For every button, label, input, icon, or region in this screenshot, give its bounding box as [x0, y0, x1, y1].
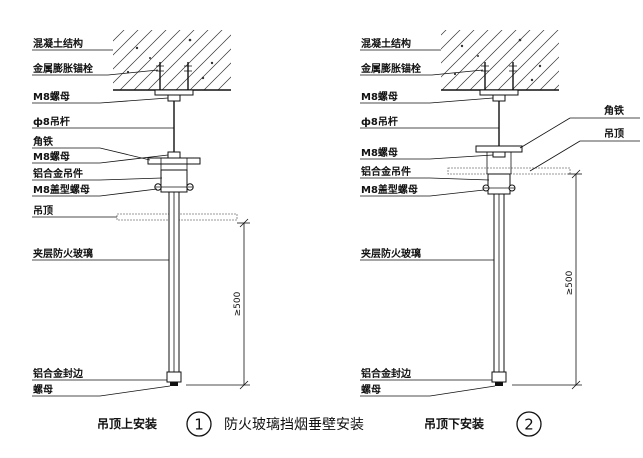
left-label-angle: 角铁 — [33, 135, 53, 148]
right-dimension: ≥500 — [512, 169, 582, 390]
left-top-nut — [167, 94, 181, 102]
right-caption: 吊顶下安装 — [424, 416, 484, 431]
left-label-anchor: 金属膨胀锚栓 — [32, 62, 93, 75]
right-ceiling — [447, 167, 571, 175]
right-label-ceiling: 吊顶 — [604, 128, 624, 140]
right-label-glass: 夹层防火玻璃 — [361, 247, 421, 260]
right-label-hanger: 铝合金吊件 — [361, 165, 411, 178]
right-detail: ≥500 混凝土结构 金属膨胀锚栓 M8螺母 ф8吊杆 M8螺母 铝合金吊件 M… — [360, 30, 640, 397]
left-label-nut-top: M8螺母 — [33, 90, 70, 103]
left-number-circle — [186, 411, 212, 437]
right-label-rod: ф8吊杆 — [361, 115, 398, 128]
right-label-angle: 角铁 — [604, 104, 624, 117]
left-edge-trim — [166, 371, 182, 383]
right-hanger — [487, 173, 511, 195]
left-number: 1 — [194, 416, 204, 434]
right-label-cap-nut: M8盖型螺母 — [361, 183, 418, 196]
left-label-nut-bottom: 螺母 — [33, 383, 53, 396]
left-label-nut-mid: M8螺母 — [33, 150, 70, 163]
right-label-edge: 铝合金封边 — [361, 367, 412, 380]
left-dimension: ≥500 — [186, 218, 250, 390]
left-hanger — [160, 169, 188, 193]
left-concrete-slab — [113, 30, 231, 90]
right-concrete-slab — [441, 30, 559, 90]
left-label-hanger: 铝合金吊件 — [33, 167, 83, 180]
right-bottom-nut — [495, 382, 503, 386]
right-label-nut-top: M8螺母 — [361, 90, 398, 103]
right-label-anchor: 金属膨胀锚栓 — [360, 62, 421, 75]
captions: 吊顶上安装 1 防火玻璃挡烟垂壁安装 吊顶下安装 2 — [97, 411, 542, 437]
right-label-nut-mid: M8螺母 — [361, 146, 398, 159]
left-leaders — [32, 49, 174, 397]
right-leaders-left — [360, 49, 499, 397]
right-angle-iron — [475, 145, 523, 153]
left-top-plate — [154, 89, 194, 96]
figure-title: 防火玻璃挡烟垂壁安装 — [224, 416, 364, 433]
right-edge-trim — [491, 371, 507, 383]
right-label-concrete: 混凝土结构 — [361, 37, 411, 50]
left-detail: ≥500 混凝土结构 金属膨胀锚栓 M8螺母 ф8吊杆 角铁 M8螺母 铝合金吊… — [32, 30, 250, 397]
left-label-rod: ф8吊杆 — [33, 115, 70, 128]
left-label-glass: 夹层防火玻璃 — [33, 247, 93, 260]
left-label-edge: 铝合金封边 — [33, 367, 84, 380]
left-caption: 吊顶上安装 — [97, 416, 157, 431]
right-leaders-right — [519, 117, 640, 172]
left-label-cap-nut: M8盖型螺母 — [33, 183, 90, 196]
left-mid-nut — [167, 151, 181, 159]
right-label-nut-bottom: 螺母 — [361, 383, 381, 396]
right-dimension-text: ≥500 — [565, 270, 575, 295]
left-angle-iron — [147, 157, 201, 165]
left-label-concrete: 混凝土结构 — [33, 37, 83, 50]
right-top-nut — [492, 94, 506, 102]
right-top-plate — [479, 89, 519, 96]
right-number-circle — [516, 411, 542, 437]
left-label-ceiling: 吊顶 — [33, 205, 53, 217]
right-mid-nut — [492, 151, 506, 158]
left-dimension-text: ≥500 — [233, 291, 243, 316]
left-bottom-nut — [170, 382, 178, 386]
right-number: 2 — [524, 416, 534, 434]
